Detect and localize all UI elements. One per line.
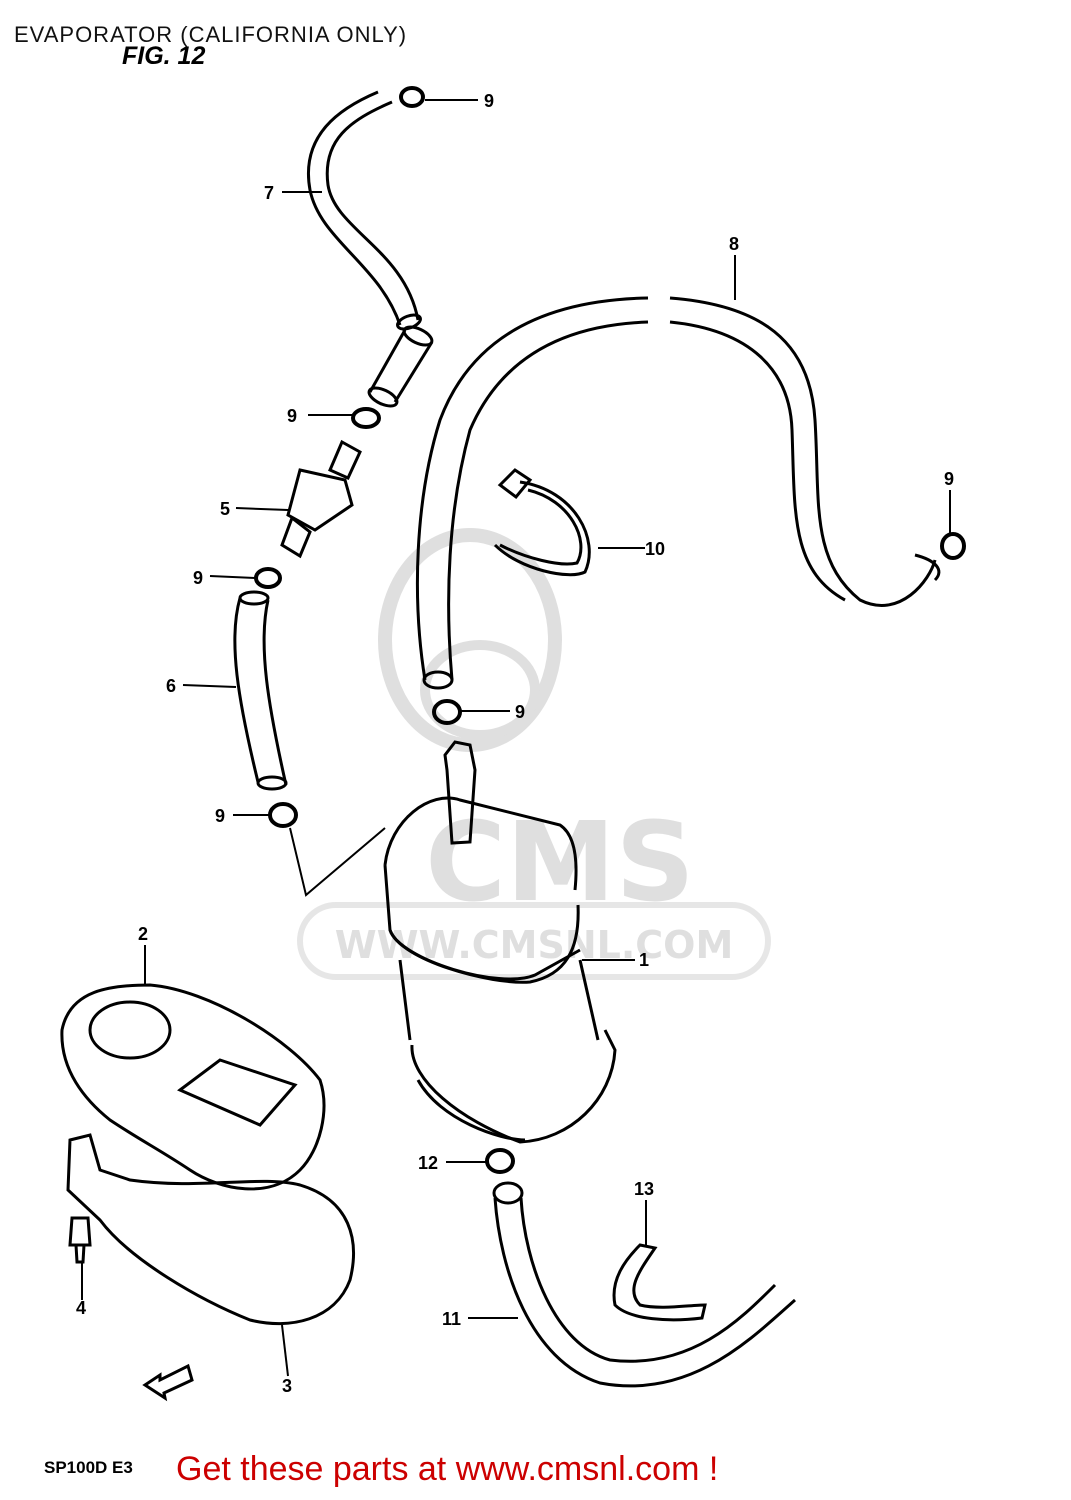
callout-6: 6: [166, 676, 176, 696]
leader-lines: [81, 99, 951, 1377]
callout-11: 11: [442, 1309, 461, 1329]
part-6-hose: [233, 590, 288, 791]
watermark-mascot-face: [420, 640, 540, 740]
part-3-bracket: [66, 1133, 355, 1326]
clamp-9-lower: [268, 802, 298, 828]
callout-5: 5: [220, 499, 230, 519]
front-arrow: [142, 1363, 194, 1402]
callout-4: 4: [76, 1298, 86, 1318]
watermark: CMS WWW.CMSNL.COM: [297, 528, 771, 980]
callout-labels: 9 7 8 9 5 9 6 9 9 9 10 2 1 12 13 4 11 3: [76, 91, 954, 1396]
callout-9: 9: [515, 702, 525, 722]
watermark-url: WWW.CMSNL.COM: [335, 923, 734, 967]
callout-9: 9: [193, 568, 203, 588]
part-10-clamp: [493, 468, 591, 577]
callout-12: 12: [418, 1153, 438, 1173]
callout-9: 9: [944, 469, 954, 489]
diagram-title: EVAPORATOR (CALIFORNIA ONLY): [14, 22, 408, 47]
callout-9: 9: [215, 806, 225, 826]
clamp-rings: [254, 86, 966, 1174]
connector-tube: [367, 325, 434, 408]
clamp-9-canister: [432, 699, 462, 725]
part-8-hose: [415, 296, 941, 690]
clamp-9-top: [399, 86, 425, 108]
callout-10: 10: [645, 539, 665, 559]
part-2-cover: [60, 983, 326, 1191]
model-code: SP100D E3: [44, 1458, 133, 1477]
clamp-9-upper: [351, 407, 381, 429]
clamp-9-middle: [254, 567, 282, 589]
part-11-hose: [492, 1181, 796, 1388]
part-13-clip: [612, 1243, 707, 1322]
callout-3: 3: [282, 1376, 292, 1396]
callout-2: 2: [138, 924, 148, 944]
part-4-bolt: [68, 1216, 92, 1264]
figure-label: FIG. 12: [122, 42, 206, 70]
callout-9: 9: [287, 406, 297, 426]
part-5-valve: [280, 439, 362, 559]
part-7-hose: [307, 90, 422, 331]
callout-13: 13: [634, 1179, 654, 1199]
clamp-12: [485, 1148, 515, 1174]
callout-9: 9: [484, 91, 494, 111]
part-1-canister: [383, 740, 617, 1144]
callout-1: 1: [639, 950, 649, 970]
callout-7: 7: [264, 183, 274, 203]
clamp-9-right: [940, 532, 966, 560]
parts-store-link[interactable]: Get these parts at www.cmsnl.com !: [176, 1450, 719, 1488]
callout-8: 8: [729, 234, 739, 254]
